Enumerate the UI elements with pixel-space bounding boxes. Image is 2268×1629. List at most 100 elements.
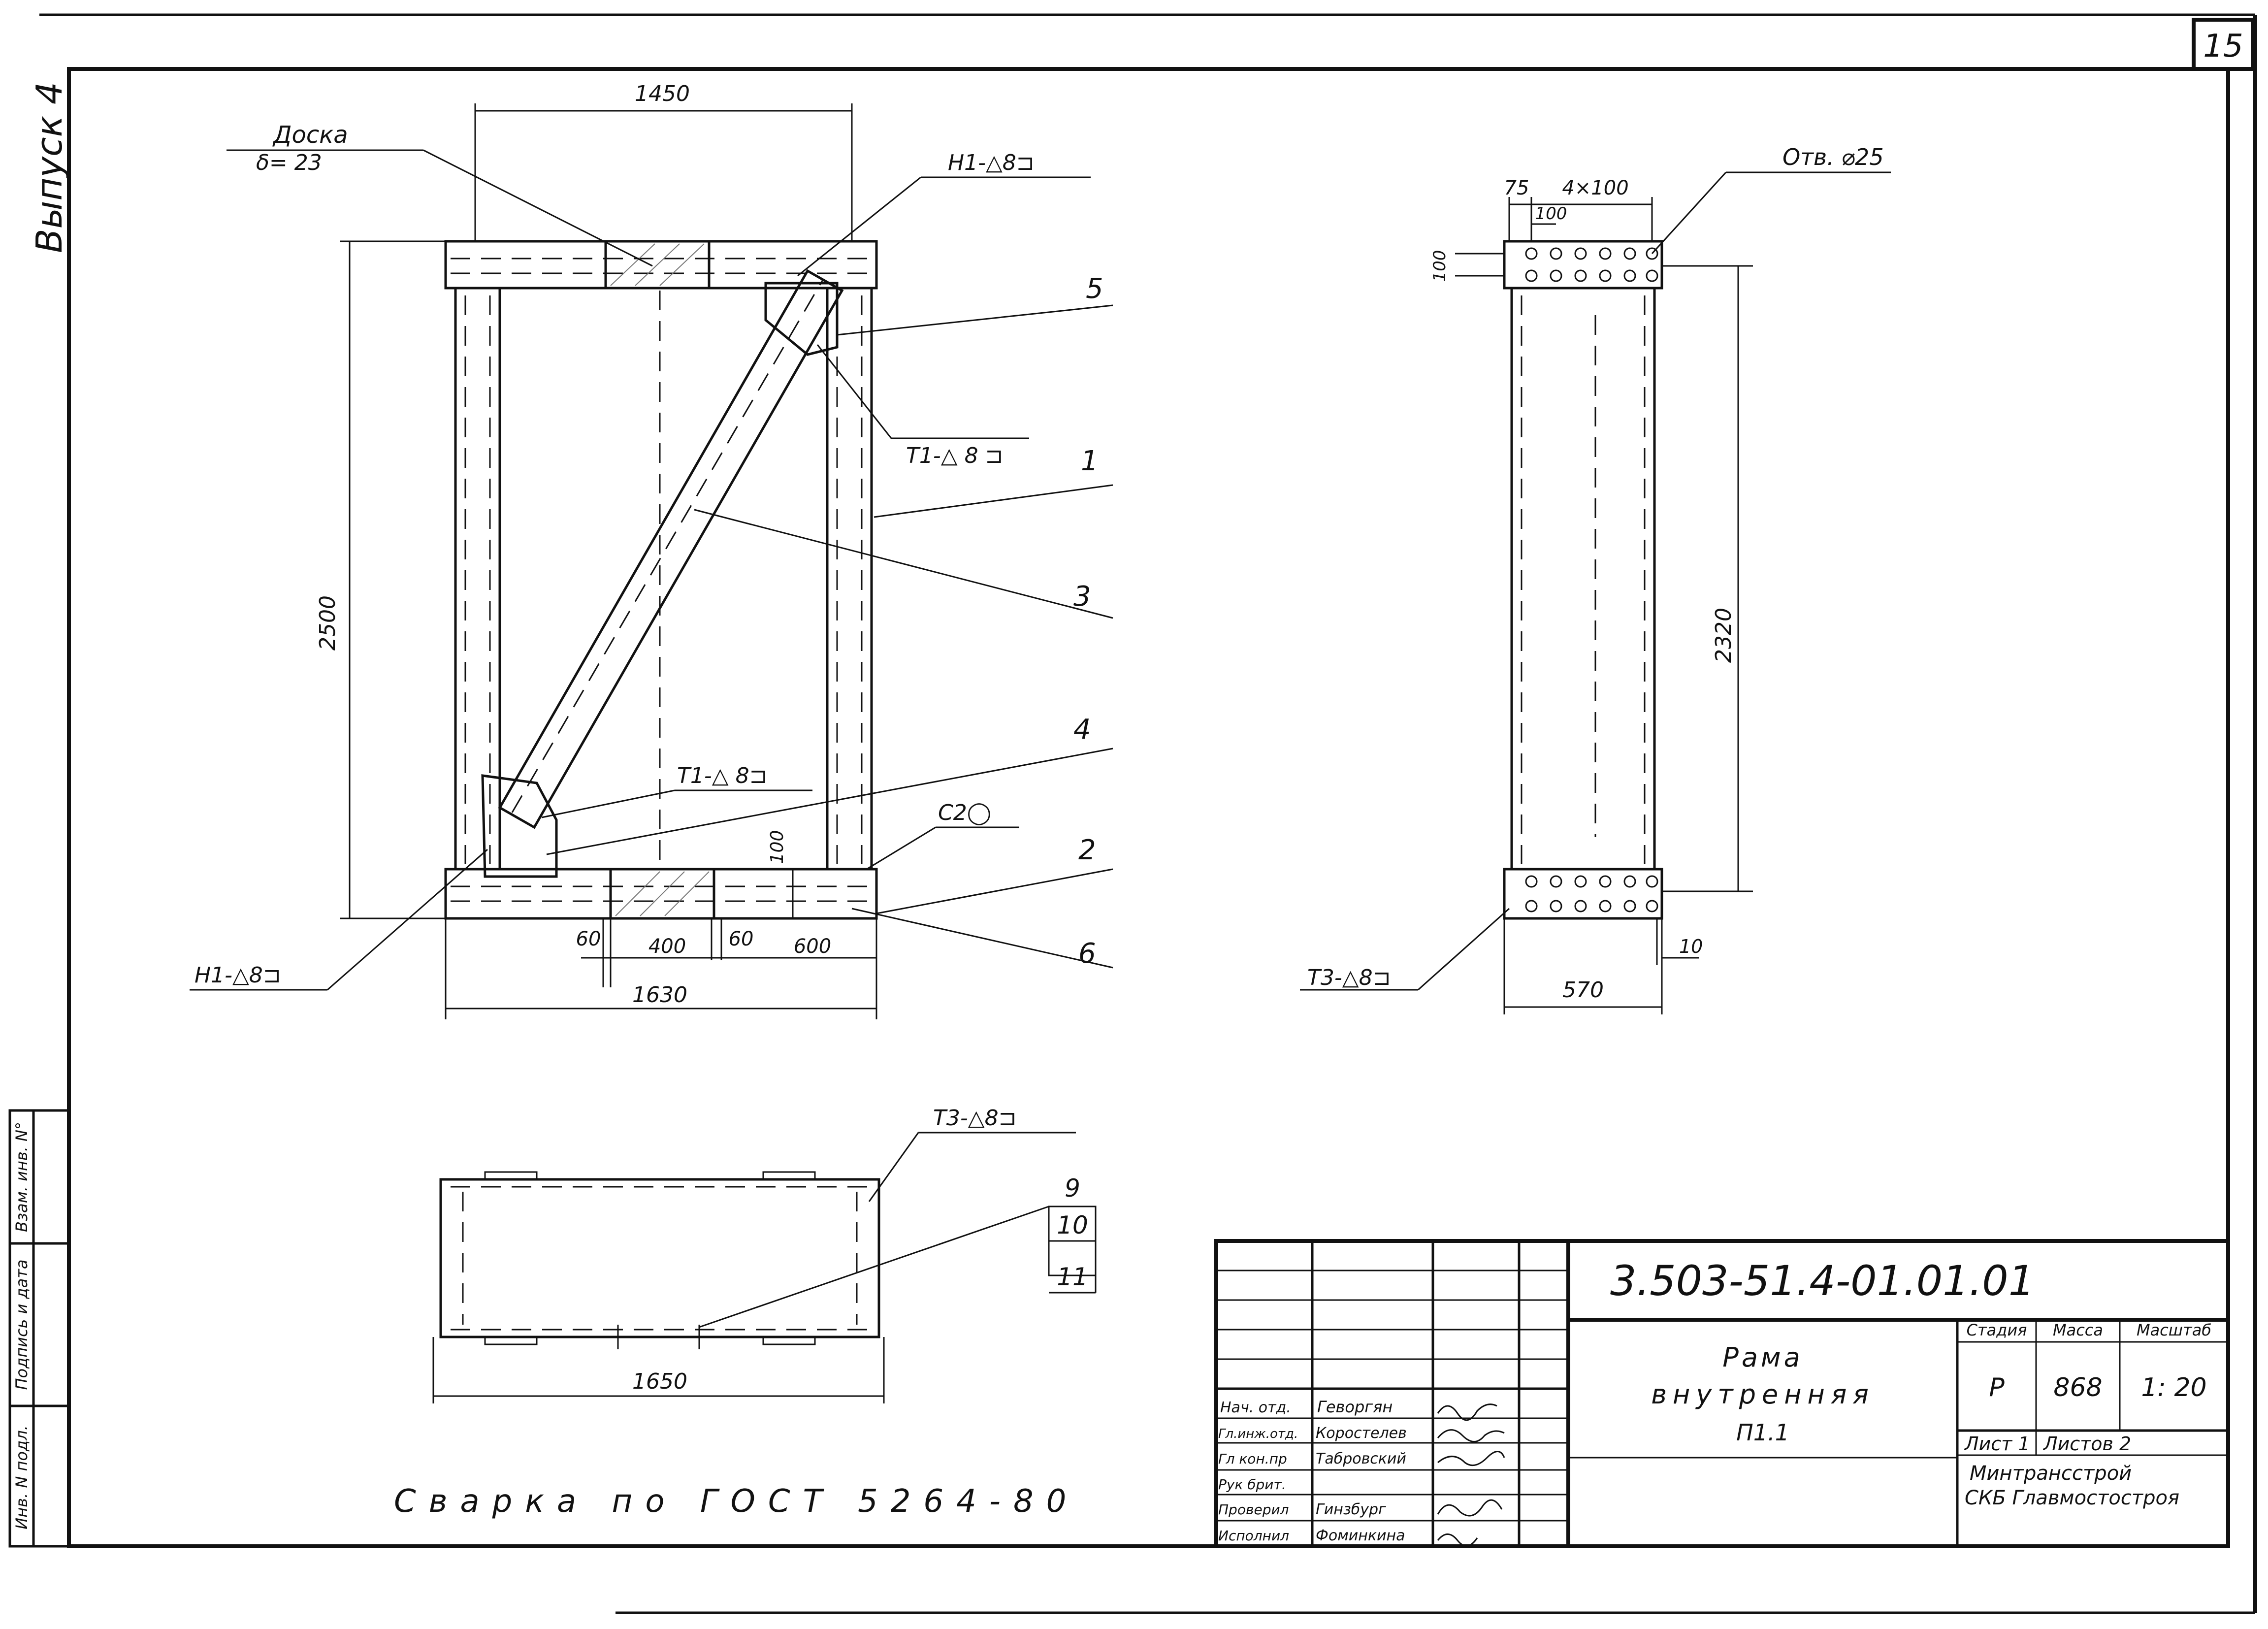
dim-height: 2500 xyxy=(315,240,606,919)
svg-text:9: 9 xyxy=(1065,1174,1080,1203)
position-4: 4 xyxy=(546,714,1113,855)
board-top xyxy=(604,240,711,290)
issue-label: Выпуск 4 xyxy=(29,82,70,253)
stage-value: Р xyxy=(1989,1373,2005,1402)
dim-side-d100: 100 xyxy=(1430,250,1504,282)
drawing-name-3: П1.1 xyxy=(1736,1419,1789,1446)
drawing-name-1: Рама xyxy=(1722,1342,1803,1373)
signature-marks xyxy=(1437,1403,1505,1547)
label-weld-t1-top: Т1-△ 8 ⊐ xyxy=(816,344,1029,468)
sign-role-1: Гл.инж.отд. xyxy=(1218,1427,1298,1441)
label-weld-h1-top: Н1-△8⊐ xyxy=(797,150,1091,277)
side-stamp-replace: Взам. инв. N° xyxy=(12,1122,31,1232)
gusset-bottom xyxy=(481,774,558,878)
label-weld-c2: С2◯ xyxy=(866,800,1019,870)
front-view: 1450 2500 60 400 60 600 1630 xyxy=(190,81,1113,1019)
position-3: 3 xyxy=(694,509,1113,619)
svg-text:Доска: Доска xyxy=(272,121,348,149)
page-number: 15 xyxy=(2203,28,2243,65)
svg-text:60: 60 xyxy=(576,928,601,950)
label-board: Доска δ= 23 xyxy=(227,121,653,267)
svg-text:1: 1 xyxy=(1081,445,1099,477)
svg-text:Т1-△ 8⊐: Т1-△ 8⊐ xyxy=(677,763,767,788)
side-stamp-sign: Подпись и дата xyxy=(12,1259,31,1390)
sign-role-4: Проверил xyxy=(1218,1501,1289,1518)
svg-text:3: 3 xyxy=(1073,581,1091,613)
svg-text:С2◯: С2◯ xyxy=(938,800,991,825)
org-line-1: Минтрансстрой xyxy=(1970,1462,2132,1485)
svg-text:6: 6 xyxy=(1078,938,1096,970)
sheet-frame: 15 Выпуск 4 Инв. N подл. Подпись и дата … xyxy=(8,13,2257,1614)
position-1: 1 xyxy=(874,445,1113,518)
board-bottom-hatch xyxy=(615,871,710,916)
sign-role-3: Рук брит. xyxy=(1218,1476,1286,1493)
svg-text:Т3-△8⊐: Т3-△8⊐ xyxy=(933,1106,1016,1131)
label-weld-t3-plan: Т3-△8⊐ xyxy=(868,1106,1076,1202)
sign-role-0: Нач. отд. xyxy=(1220,1399,1291,1416)
welding-note: Сварка по ГОСТ 5264-80 xyxy=(394,1483,1079,1520)
svg-text:10: 10 xyxy=(1679,936,1703,957)
sign-name-4: Гинзбург xyxy=(1316,1501,1386,1518)
dim-side-top: 75 4×100 100 xyxy=(1504,177,1653,241)
drawing-designation: 3.503-51.4-01.01.01 xyxy=(1610,1257,2035,1305)
scale-value: 1: 20 xyxy=(2141,1373,2206,1402)
mass-header: Масса xyxy=(2053,1321,2103,1339)
svg-text:600: 600 xyxy=(794,935,831,958)
label-weld-t1-bottom: Т1-△ 8⊐ xyxy=(541,763,812,818)
label-weld-h1-bottom: Н1-△8⊐ xyxy=(190,848,488,991)
position-6: 6 xyxy=(851,908,1113,970)
board-top-hatch xyxy=(610,243,705,286)
mass-value: 868 xyxy=(2053,1373,2102,1402)
svg-text:1630: 1630 xyxy=(632,982,687,1008)
svg-text:11: 11 xyxy=(1057,1263,1088,1291)
sign-name-1: Коростелев xyxy=(1316,1425,1407,1442)
sign-role-5: Исполнил xyxy=(1218,1528,1289,1544)
side-stamp-inv: Инв. N подл. xyxy=(12,1425,31,1529)
sign-name-0: Геворгян xyxy=(1317,1398,1393,1416)
scale-header: Масштаб xyxy=(2137,1321,2211,1339)
org-line-2: СКБ Главмостостроя xyxy=(1965,1487,2179,1509)
sheets-label: Листов 2 xyxy=(2042,1433,2131,1455)
svg-text:4: 4 xyxy=(1073,714,1091,746)
svg-text:400: 400 xyxy=(648,935,686,958)
svg-text:100: 100 xyxy=(1430,250,1450,282)
svg-text:Отв. ⌀25: Отв. ⌀25 xyxy=(1782,144,1884,170)
sheet-label: Лист 1 xyxy=(1964,1433,2030,1455)
svg-text:Т3-△8⊐: Т3-△8⊐ xyxy=(1307,965,1391,990)
board-bottom xyxy=(609,868,715,920)
svg-text:100: 100 xyxy=(767,830,787,864)
position-2: 2 xyxy=(876,834,1113,914)
svg-text:570: 570 xyxy=(1562,977,1604,1003)
drawing-name-2: внутренняя xyxy=(1651,1379,1875,1410)
svg-text:Т1-△ 8 ⊐: Т1-△ 8 ⊐ xyxy=(906,443,1003,468)
label-hole: Отв. ⌀25 xyxy=(1651,144,1891,255)
dim-top-width: 1450 xyxy=(474,81,853,241)
svg-text:2500: 2500 xyxy=(315,595,340,651)
dim-side-width: 570 xyxy=(1503,918,1663,1014)
position-stack-9-11: 9 10 11 xyxy=(699,1174,1097,1328)
svg-text:5: 5 xyxy=(1086,273,1103,305)
svg-text:60: 60 xyxy=(729,928,754,950)
label-weld-t3-side: Т3-△8⊐ xyxy=(1300,908,1510,991)
side-view: 75 4×100 100 100 2320 570 10 xyxy=(1300,144,1891,1014)
svg-text:100: 100 xyxy=(1535,204,1567,224)
svg-text:4×100: 4×100 xyxy=(1562,177,1628,199)
svg-text:δ= 23: δ= 23 xyxy=(256,150,322,175)
diagonal-brace xyxy=(498,269,844,829)
svg-text:Н1-△8⊐: Н1-△8⊐ xyxy=(948,150,1035,175)
svg-text:75: 75 xyxy=(1504,177,1529,199)
title-block: 3.503-51.4-01.01.01 Рама внутренняя П1.1… xyxy=(1214,1239,2230,1548)
sign-name-2: Табровский xyxy=(1316,1450,1406,1467)
dim-plan-width: 1650 xyxy=(432,1337,885,1403)
position-5: 5 xyxy=(837,273,1113,336)
sign-role-2: Гл кон.пр xyxy=(1218,1451,1287,1467)
holes-bottom xyxy=(1525,875,1658,912)
svg-text:1450: 1450 xyxy=(635,81,690,106)
dim-side-d10: 10 xyxy=(1656,918,1703,965)
svg-text:2: 2 xyxy=(1078,834,1096,866)
stage-header: Стадия xyxy=(1967,1321,2027,1339)
svg-text:2320: 2320 xyxy=(1711,608,1736,663)
svg-text:10: 10 xyxy=(1057,1211,1088,1239)
svg-text:1650: 1650 xyxy=(632,1369,687,1394)
